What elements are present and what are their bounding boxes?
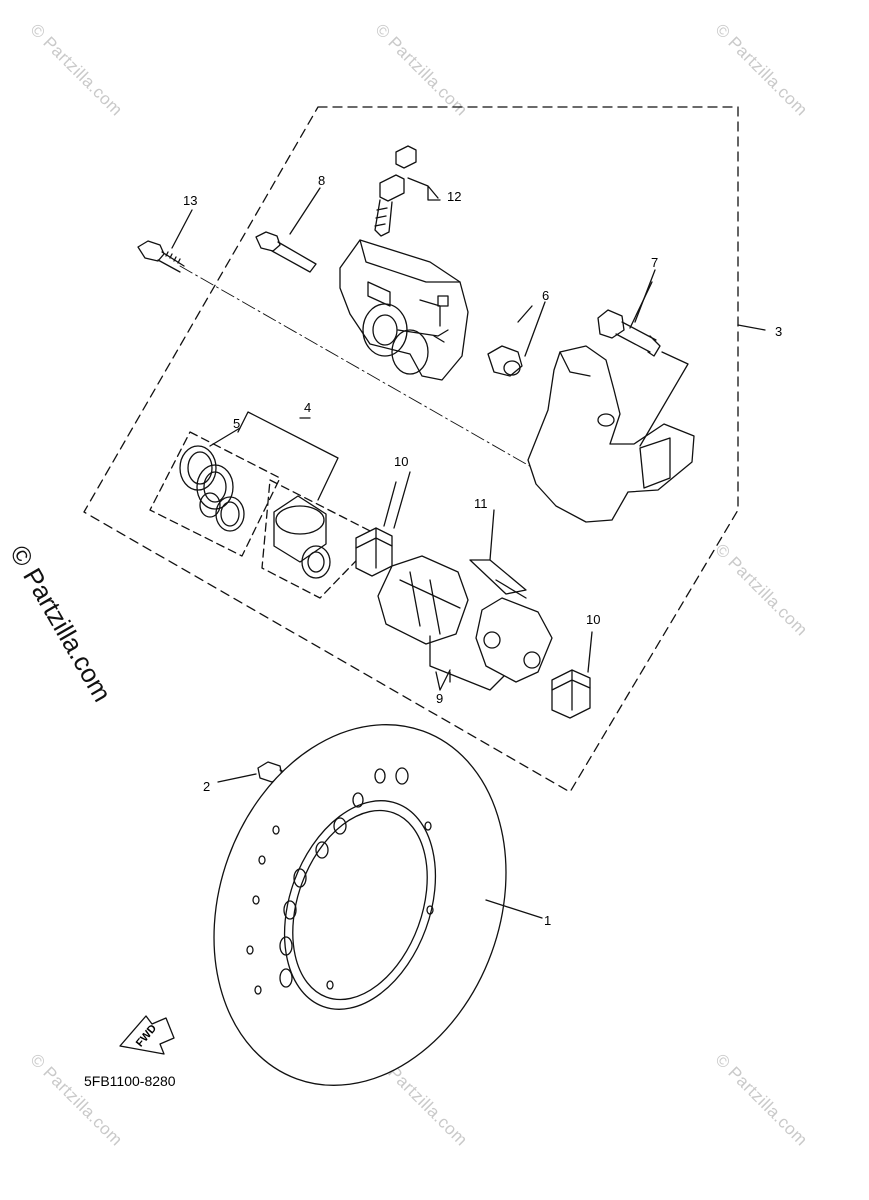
seals-5 xyxy=(179,445,245,532)
callout-9: 9 xyxy=(436,691,444,706)
callout-8: 8 xyxy=(318,173,326,188)
shim-11 xyxy=(469,509,527,599)
bolt-8 xyxy=(255,231,317,273)
boot-6 xyxy=(487,305,533,377)
fwd-arrow-icon xyxy=(119,1015,175,1055)
caliper-assembly-boundary xyxy=(83,106,739,793)
callout-2: 2 xyxy=(203,779,211,794)
callout-1: 1 xyxy=(544,913,552,928)
callout-6: 6 xyxy=(542,288,550,303)
callout-3: 3 xyxy=(775,324,783,339)
callout-7: 7 xyxy=(651,255,659,270)
caliper-body xyxy=(339,239,469,381)
piston-kit-box-4 xyxy=(261,479,381,599)
piston-4 xyxy=(273,495,331,579)
bleeder-12 xyxy=(374,145,441,237)
pad-spring-10-right xyxy=(551,631,593,719)
diagram-code: 5FB1100-8280 xyxy=(84,1073,176,1089)
seal-kit-box-5 xyxy=(149,431,281,557)
callout-12: 12 xyxy=(447,189,462,204)
callout-10-left: 10 xyxy=(394,454,409,469)
brake-disc-1 xyxy=(213,724,543,1086)
bolt-13 xyxy=(137,240,185,273)
slide-pin-7 xyxy=(597,281,661,357)
callout-11: 11 xyxy=(474,496,488,511)
callout-10-right: 10 xyxy=(586,612,601,627)
caliper-bracket xyxy=(527,345,695,523)
pad-spring-10-left xyxy=(355,481,397,577)
callout-5: 5 xyxy=(233,416,241,431)
brake-pad-9-inner xyxy=(377,555,469,645)
callout-13: 13 xyxy=(183,193,198,208)
brake-pad-9-outer xyxy=(475,597,553,683)
callout-4: 4 xyxy=(304,400,312,415)
bolt-axis-line xyxy=(179,265,541,473)
